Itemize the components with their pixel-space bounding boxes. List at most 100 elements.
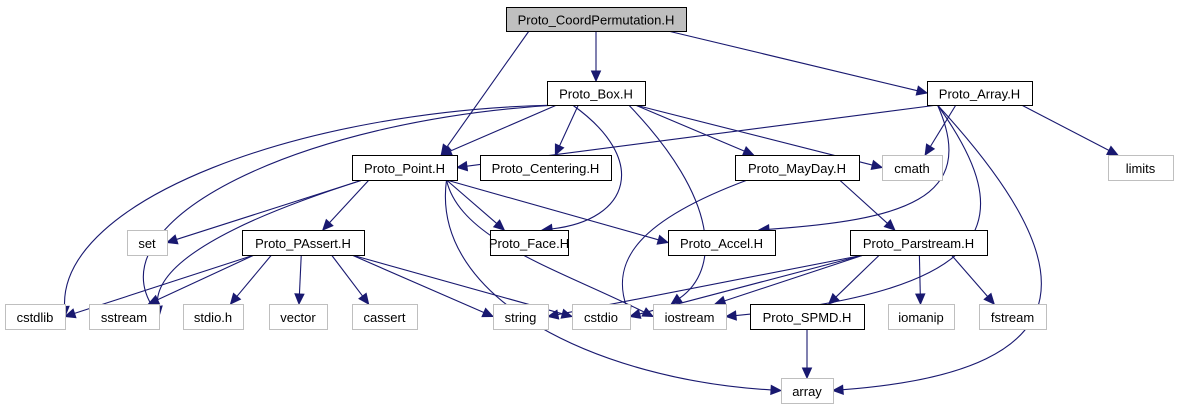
node-array_h[interactable]: Proto_Array.H bbox=[927, 81, 1033, 106]
arrowhead-passert-to-cassert bbox=[358, 292, 370, 305]
node-box[interactable] bbox=[547, 81, 646, 106]
edge-passert-to-cassert bbox=[331, 254, 364, 297]
node-cstdio: cstdio bbox=[572, 304, 631, 330]
edge-parstream-to-iostream bbox=[724, 254, 864, 302]
node-coordperm[interactable]: Proto_CoordPermutation.H bbox=[506, 7, 687, 32]
node-label: Proto_Accel.H bbox=[680, 236, 763, 251]
node-passert[interactable]: Proto_PAssert.H bbox=[242, 230, 365, 256]
node-label: string bbox=[505, 310, 537, 325]
node-box[interactable] bbox=[506, 7, 687, 32]
arrowhead-parstream-to-iomanip bbox=[914, 293, 926, 306]
node-accel[interactable]: Proto_Accel.H bbox=[668, 230, 776, 256]
node-label: set bbox=[138, 236, 156, 251]
arrowhead-array_h-to-point bbox=[455, 160, 469, 172]
node-label: array bbox=[792, 384, 822, 399]
node-box[interactable] bbox=[352, 155, 458, 181]
node-array: array bbox=[781, 378, 834, 404]
arrowhead-coordperm-to-box bbox=[590, 70, 602, 83]
node-vector: vector bbox=[269, 304, 328, 330]
node-box[interactable] bbox=[480, 155, 612, 181]
arrowhead-array_h-to-limits bbox=[1106, 145, 1119, 156]
node-box bbox=[127, 230, 168, 256]
arrowhead-passert-to-sstream bbox=[147, 294, 161, 305]
node-box bbox=[979, 304, 1047, 330]
arrowhead-array_h-to-array bbox=[831, 384, 844, 395]
node-label: stdio.h bbox=[194, 310, 232, 325]
edge-mayday-to-cstdio bbox=[621, 179, 748, 308]
edge-parstream-to-iomanip bbox=[918, 254, 921, 295]
node-box[interactable] bbox=[927, 81, 1033, 106]
node-box bbox=[888, 304, 955, 330]
arrowhead-spmd-to-array bbox=[801, 367, 813, 380]
edge-array_h-to-iostream bbox=[735, 104, 982, 317]
arrowhead-coordperm-to-array_h bbox=[915, 85, 929, 96]
node-cassert: cassert bbox=[352, 304, 418, 330]
edge-coordperm-to-array_h bbox=[667, 30, 918, 92]
arrowhead-point-to-face bbox=[492, 219, 506, 231]
node-box bbox=[5, 304, 66, 330]
edge-box-to-iostream bbox=[628, 104, 706, 299]
edge-passert-to-sstream bbox=[157, 254, 255, 301]
node-label: cassert bbox=[364, 310, 406, 325]
node-box bbox=[653, 304, 727, 330]
edge-box-to-point bbox=[450, 104, 558, 152]
arrowhead-passert-to-stdio bbox=[229, 292, 242, 305]
node-cstdlib: cstdlib bbox=[5, 304, 66, 330]
edge-box-to-mayday bbox=[634, 104, 745, 152]
arrowhead-parstream-to-iostream bbox=[713, 295, 727, 306]
node-box bbox=[269, 304, 328, 330]
edge-array_h-to-limits bbox=[1021, 104, 1110, 151]
node-box bbox=[1108, 155, 1174, 181]
edge-parstream-to-spmd bbox=[835, 254, 880, 298]
node-label: Proto_Box.H bbox=[559, 87, 633, 102]
node-fstream: fstream bbox=[979, 304, 1047, 330]
node-box bbox=[352, 304, 418, 330]
arrowhead-array_h-to-cmath bbox=[924, 143, 936, 157]
edge-parstream-to-fstream bbox=[950, 254, 989, 297]
node-box[interactable] bbox=[850, 230, 988, 256]
edge-passert-to-string bbox=[351, 254, 485, 314]
node-label: Proto_Parstream.H bbox=[863, 236, 974, 251]
node-label: iomanip bbox=[898, 310, 944, 325]
node-box[interactable]: Proto_Box.H bbox=[547, 81, 646, 106]
node-iostream: iostream bbox=[653, 304, 727, 330]
arrowhead-point-to-set bbox=[165, 234, 179, 245]
node-cmath: cmath bbox=[882, 155, 943, 181]
arrowhead-box-to-iostream bbox=[670, 293, 683, 305]
node-label: Proto_Point.H bbox=[364, 161, 445, 176]
node-box[interactable] bbox=[668, 230, 776, 256]
node-box[interactable] bbox=[490, 230, 569, 256]
edge-box-to-centering bbox=[559, 104, 579, 147]
node-box[interactable] bbox=[242, 230, 365, 256]
arrowhead-passert-to-cstdlib bbox=[63, 308, 77, 319]
node-point[interactable]: Proto_Point.H bbox=[352, 155, 458, 181]
edge-point-to-passert bbox=[329, 179, 370, 224]
node-box[interactable] bbox=[750, 304, 865, 330]
node-box bbox=[572, 304, 631, 330]
node-mayday[interactable]: Proto_MayDay.H bbox=[735, 155, 860, 181]
node-centering[interactable]: Proto_Centering.H bbox=[480, 155, 612, 181]
node-box bbox=[183, 304, 244, 330]
node-label: limits bbox=[1126, 161, 1156, 176]
arrowhead-point-to-passert bbox=[321, 218, 334, 231]
node-label: cstdio bbox=[584, 310, 618, 325]
edge-coordperm-to-point bbox=[446, 30, 530, 148]
arrowhead-parstream-to-spmd bbox=[827, 292, 840, 305]
node-set: set bbox=[127, 230, 168, 256]
node-label: Proto_Centering.H bbox=[492, 161, 600, 176]
edge-point-to-array bbox=[444, 179, 772, 391]
node-box bbox=[882, 155, 943, 181]
node-box[interactable] bbox=[735, 155, 860, 181]
node-face[interactable]: Proto_Face.H bbox=[489, 230, 569, 256]
arrowhead-passert-to-string bbox=[481, 307, 495, 318]
node-spmd[interactable]: Proto_SPMD.H bbox=[750, 304, 865, 330]
node-parstream[interactable]: Proto_Parstream.H bbox=[850, 230, 988, 256]
node-label: cstdlib bbox=[17, 310, 54, 325]
node-label: Proto_PAssert.H bbox=[255, 236, 351, 251]
node-limits: limits bbox=[1108, 155, 1174, 181]
node-label: Proto_SPMD.H bbox=[763, 310, 852, 325]
node-sstream: sstream bbox=[89, 304, 160, 330]
arrowhead-point-to-accel bbox=[656, 234, 670, 245]
edge-passert-to-cstdlib bbox=[74, 254, 255, 314]
